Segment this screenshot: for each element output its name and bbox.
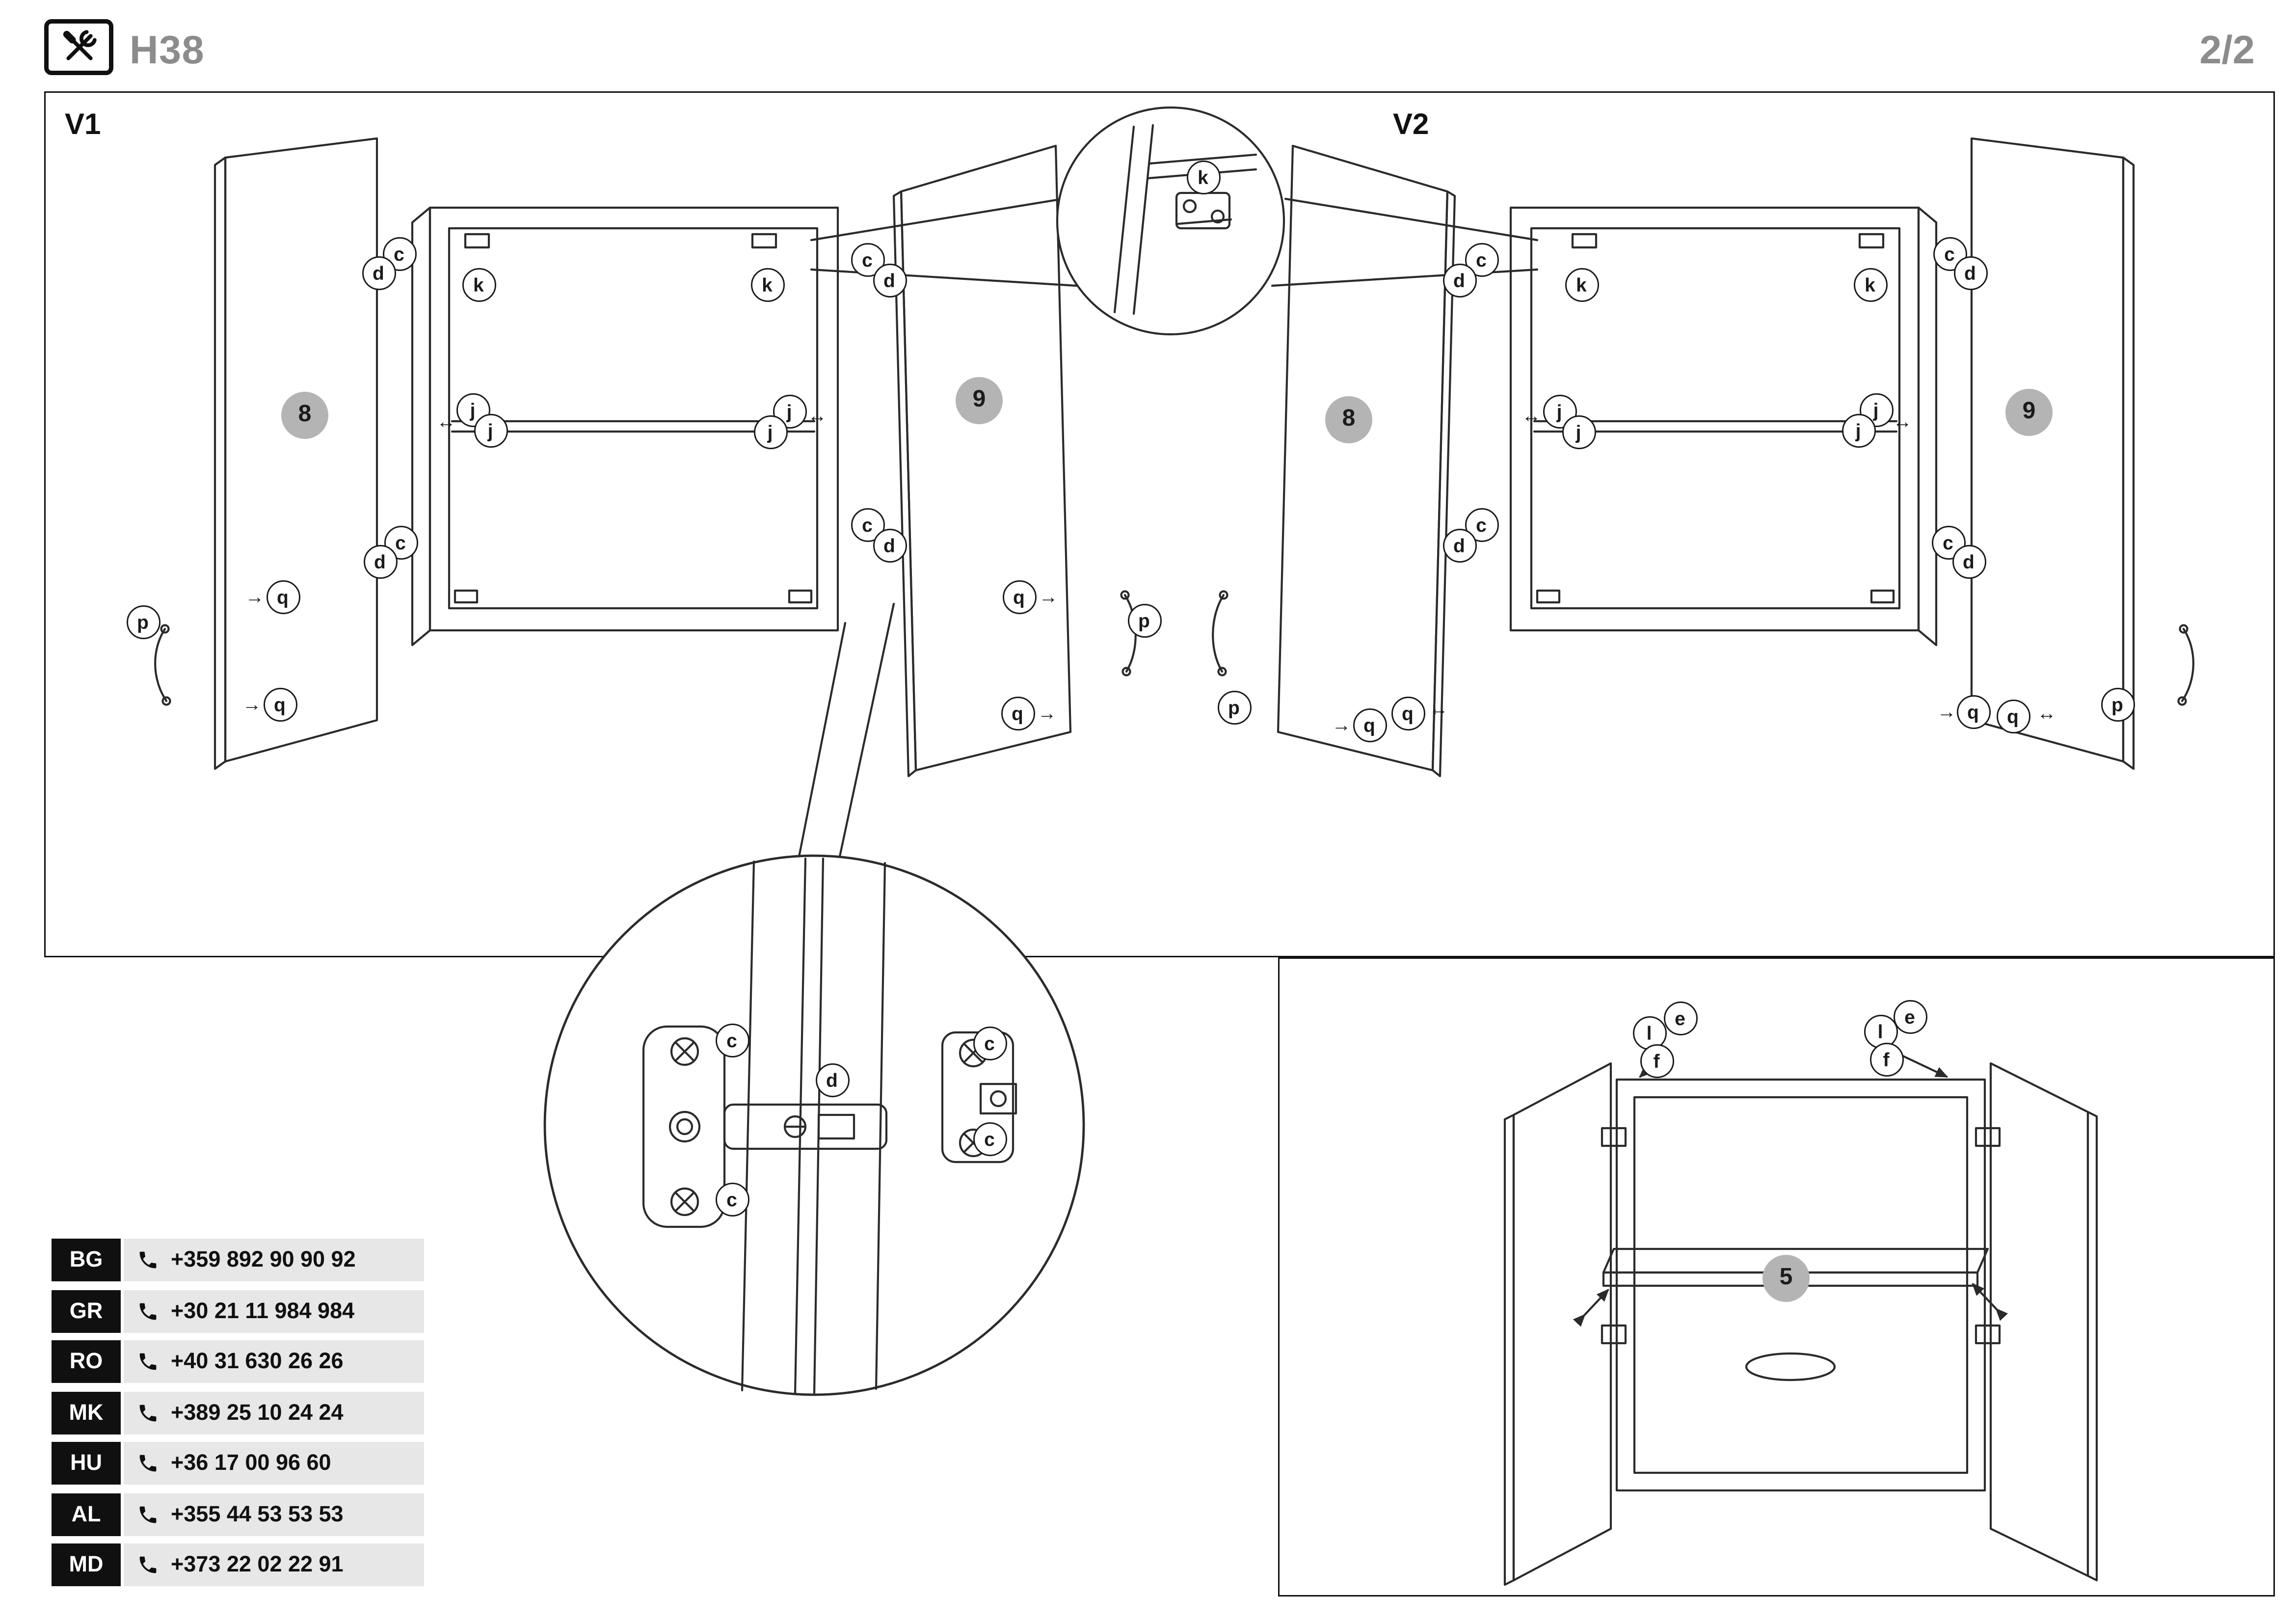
country-code: AL	[52, 1492, 121, 1536]
phone-number: +30 21 11 984 984	[171, 1298, 355, 1324]
country-code: RO	[52, 1340, 121, 1383]
callout-hinge-detail-c: c	[715, 1182, 749, 1216]
phone-number: +389 25 10 24 24	[171, 1400, 344, 1425]
country-code: GR	[52, 1289, 121, 1332]
phone-number: +359 892 90 90 92	[171, 1247, 356, 1272]
callout-hinge-detail-d: d	[815, 1062, 849, 1097]
country-code: MK	[52, 1391, 121, 1434]
support-row-HU: HU +36 17 00 96 60	[52, 1442, 424, 1485]
country-code: MD	[52, 1543, 121, 1586]
support-row-MK: MK +389 25 10 24 24	[52, 1391, 424, 1434]
phone-cell: +30 21 11 984 984	[124, 1289, 424, 1332]
phone-cell: +359 892 90 90 92	[124, 1239, 424, 1281]
support-row-GR: GR +30 21 11 984 984	[52, 1289, 424, 1332]
phone-number: +40 31 630 26 26	[171, 1349, 344, 1374]
wrench-screwdriver-icon	[62, 30, 96, 60]
support-row-RO: RO +40 31 630 26 26	[52, 1340, 424, 1383]
callout-hinge-detail-c: c	[972, 1121, 1007, 1156]
phone-icon	[139, 1455, 157, 1472]
phone-cell: +389 25 10 24 24	[124, 1391, 424, 1434]
phone-number: +36 17 00 96 60	[171, 1451, 331, 1476]
callout-hinge-detail-c: c	[972, 1026, 1007, 1060]
page-number: 2/2	[2199, 28, 2255, 72]
main-diagram-panel	[44, 91, 2275, 957]
country-code: BG	[52, 1239, 121, 1281]
phone-cell: +373 22 02 22 91	[124, 1543, 424, 1586]
support-row-MD: MD +373 22 02 22 91	[52, 1543, 424, 1586]
support-row-BG: BG +359 892 90 90 92	[52, 1239, 424, 1281]
phone-icon	[139, 1556, 157, 1573]
variant-v1-label: V1	[65, 109, 101, 141]
phone-number: +355 44 53 53 53	[171, 1501, 344, 1527]
phone-icon	[139, 1353, 157, 1370]
phone-icon	[139, 1506, 157, 1522]
phone-cell: +36 17 00 96 60	[124, 1442, 424, 1485]
country-code: HU	[52, 1442, 121, 1485]
phone-number: +373 22 02 22 91	[171, 1552, 344, 1577]
phone-cell: +355 44 53 53 53	[124, 1492, 424, 1536]
tools-icon	[44, 19, 113, 75]
phone-icon	[139, 1302, 157, 1319]
phone-cell: +40 31 630 26 26	[124, 1340, 424, 1383]
phone-icon	[139, 1251, 157, 1269]
support-row-AL: AL +355 44 53 53 53	[52, 1492, 424, 1536]
phone-icon	[139, 1404, 157, 1421]
shelf-diagram-panel	[1278, 957, 2275, 1597]
variant-v2-label: V2	[1393, 109, 1429, 141]
callout-hinge-detail-c: c	[715, 1023, 749, 1057]
model-code: H38	[130, 28, 205, 72]
